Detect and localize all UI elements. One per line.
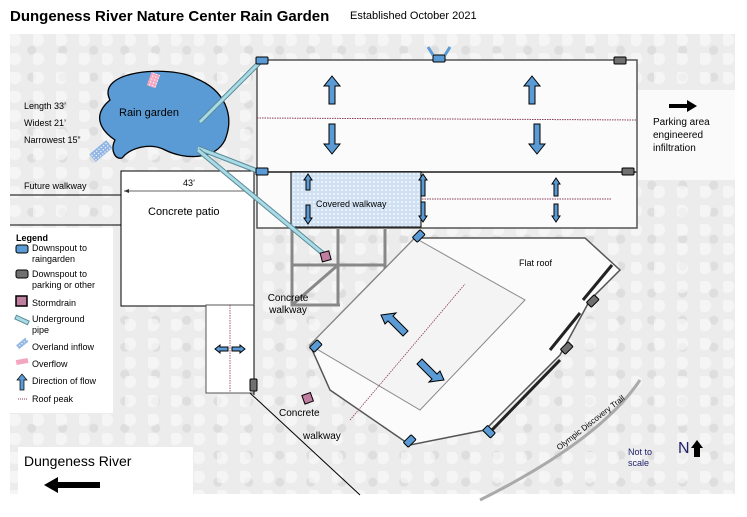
lower-building (309, 237, 622, 446)
flat-roof-label: Flat roof (519, 258, 553, 268)
rain-garden-narrowest: Narrowest 15” (24, 135, 81, 145)
overland-inflow-icon (16, 337, 29, 350)
page-title: Dungeness River Nature Center Rain Garde… (10, 8, 330, 25)
underground-pipe-icon (14, 314, 30, 326)
downspouts-parking (249, 56, 635, 392)
downspout-raingarden-icon (15, 244, 29, 254)
legend-item-downspout-raingarden: Downspout to raingarden (32, 243, 88, 264)
legend: Legend Downspout to raingarden Downspout… (10, 228, 113, 413)
concrete-walkway-2-line2: walkway (303, 431, 341, 442)
legend-item-downspout-parking: Downspout to parking or other (32, 269, 96, 290)
legend-item-overflow: Overflow (32, 359, 68, 369)
parking-area-label: Parking area engineered infiltration (653, 117, 710, 154)
trail (479, 379, 642, 502)
overflow-icon (146, 72, 161, 89)
covered-walkway-label: Covered walkway (316, 199, 387, 209)
legend-item-stormdrain: Stormdrain (32, 298, 77, 308)
concrete-patio (120, 170, 255, 307)
stormdrain-icon (15, 295, 28, 307)
downspouts-raingarden (255, 54, 496, 448)
river-arrow-icon (44, 477, 100, 493)
overland-inflow-icon (89, 140, 113, 162)
established-date: Established October 2021 (350, 10, 477, 22)
river-label: Dungeness River (24, 453, 132, 469)
parking-arrow-icon (669, 100, 697, 112)
flow-direction-icon (16, 373, 28, 391)
rain-garden-widest: Widest 21’ (24, 118, 67, 128)
future-walkway-label: Future walkway (24, 181, 87, 191)
rain-garden-length: Length 33’ (24, 101, 67, 111)
legend-item-roof-peak: Roof peak (32, 394, 74, 404)
legend-item-underground-pipe: Underground pipe (32, 314, 85, 335)
rain-garden (99, 70, 230, 159)
stormdrains (301, 250, 332, 405)
concrete-walkway-label: Concrete walkway (267, 293, 309, 316)
underground-pipes (196, 60, 328, 258)
concrete-walkway-2-line1: Concrete (279, 408, 320, 419)
overflow-icon (15, 357, 29, 365)
downspout-parking-icon (15, 269, 29, 279)
not-to-scale-label: Not to scale (628, 447, 653, 468)
flow-arrows (214, 75, 561, 383)
north-label: N (678, 440, 690, 457)
patio-length-label: 43’ (183, 178, 196, 188)
river-label-box: Dungeness River (18, 447, 193, 502)
concrete-patio-label: Concrete patio (148, 206, 220, 218)
legend-title: Legend (16, 233, 49, 243)
legend-item-flow-direction: Direction of flow (32, 376, 97, 386)
rain-garden-label: Rain garden (119, 107, 179, 119)
north-arrow-icon (691, 440, 703, 457)
legend-item-overland-inflow: Overland inflow (32, 342, 95, 352)
